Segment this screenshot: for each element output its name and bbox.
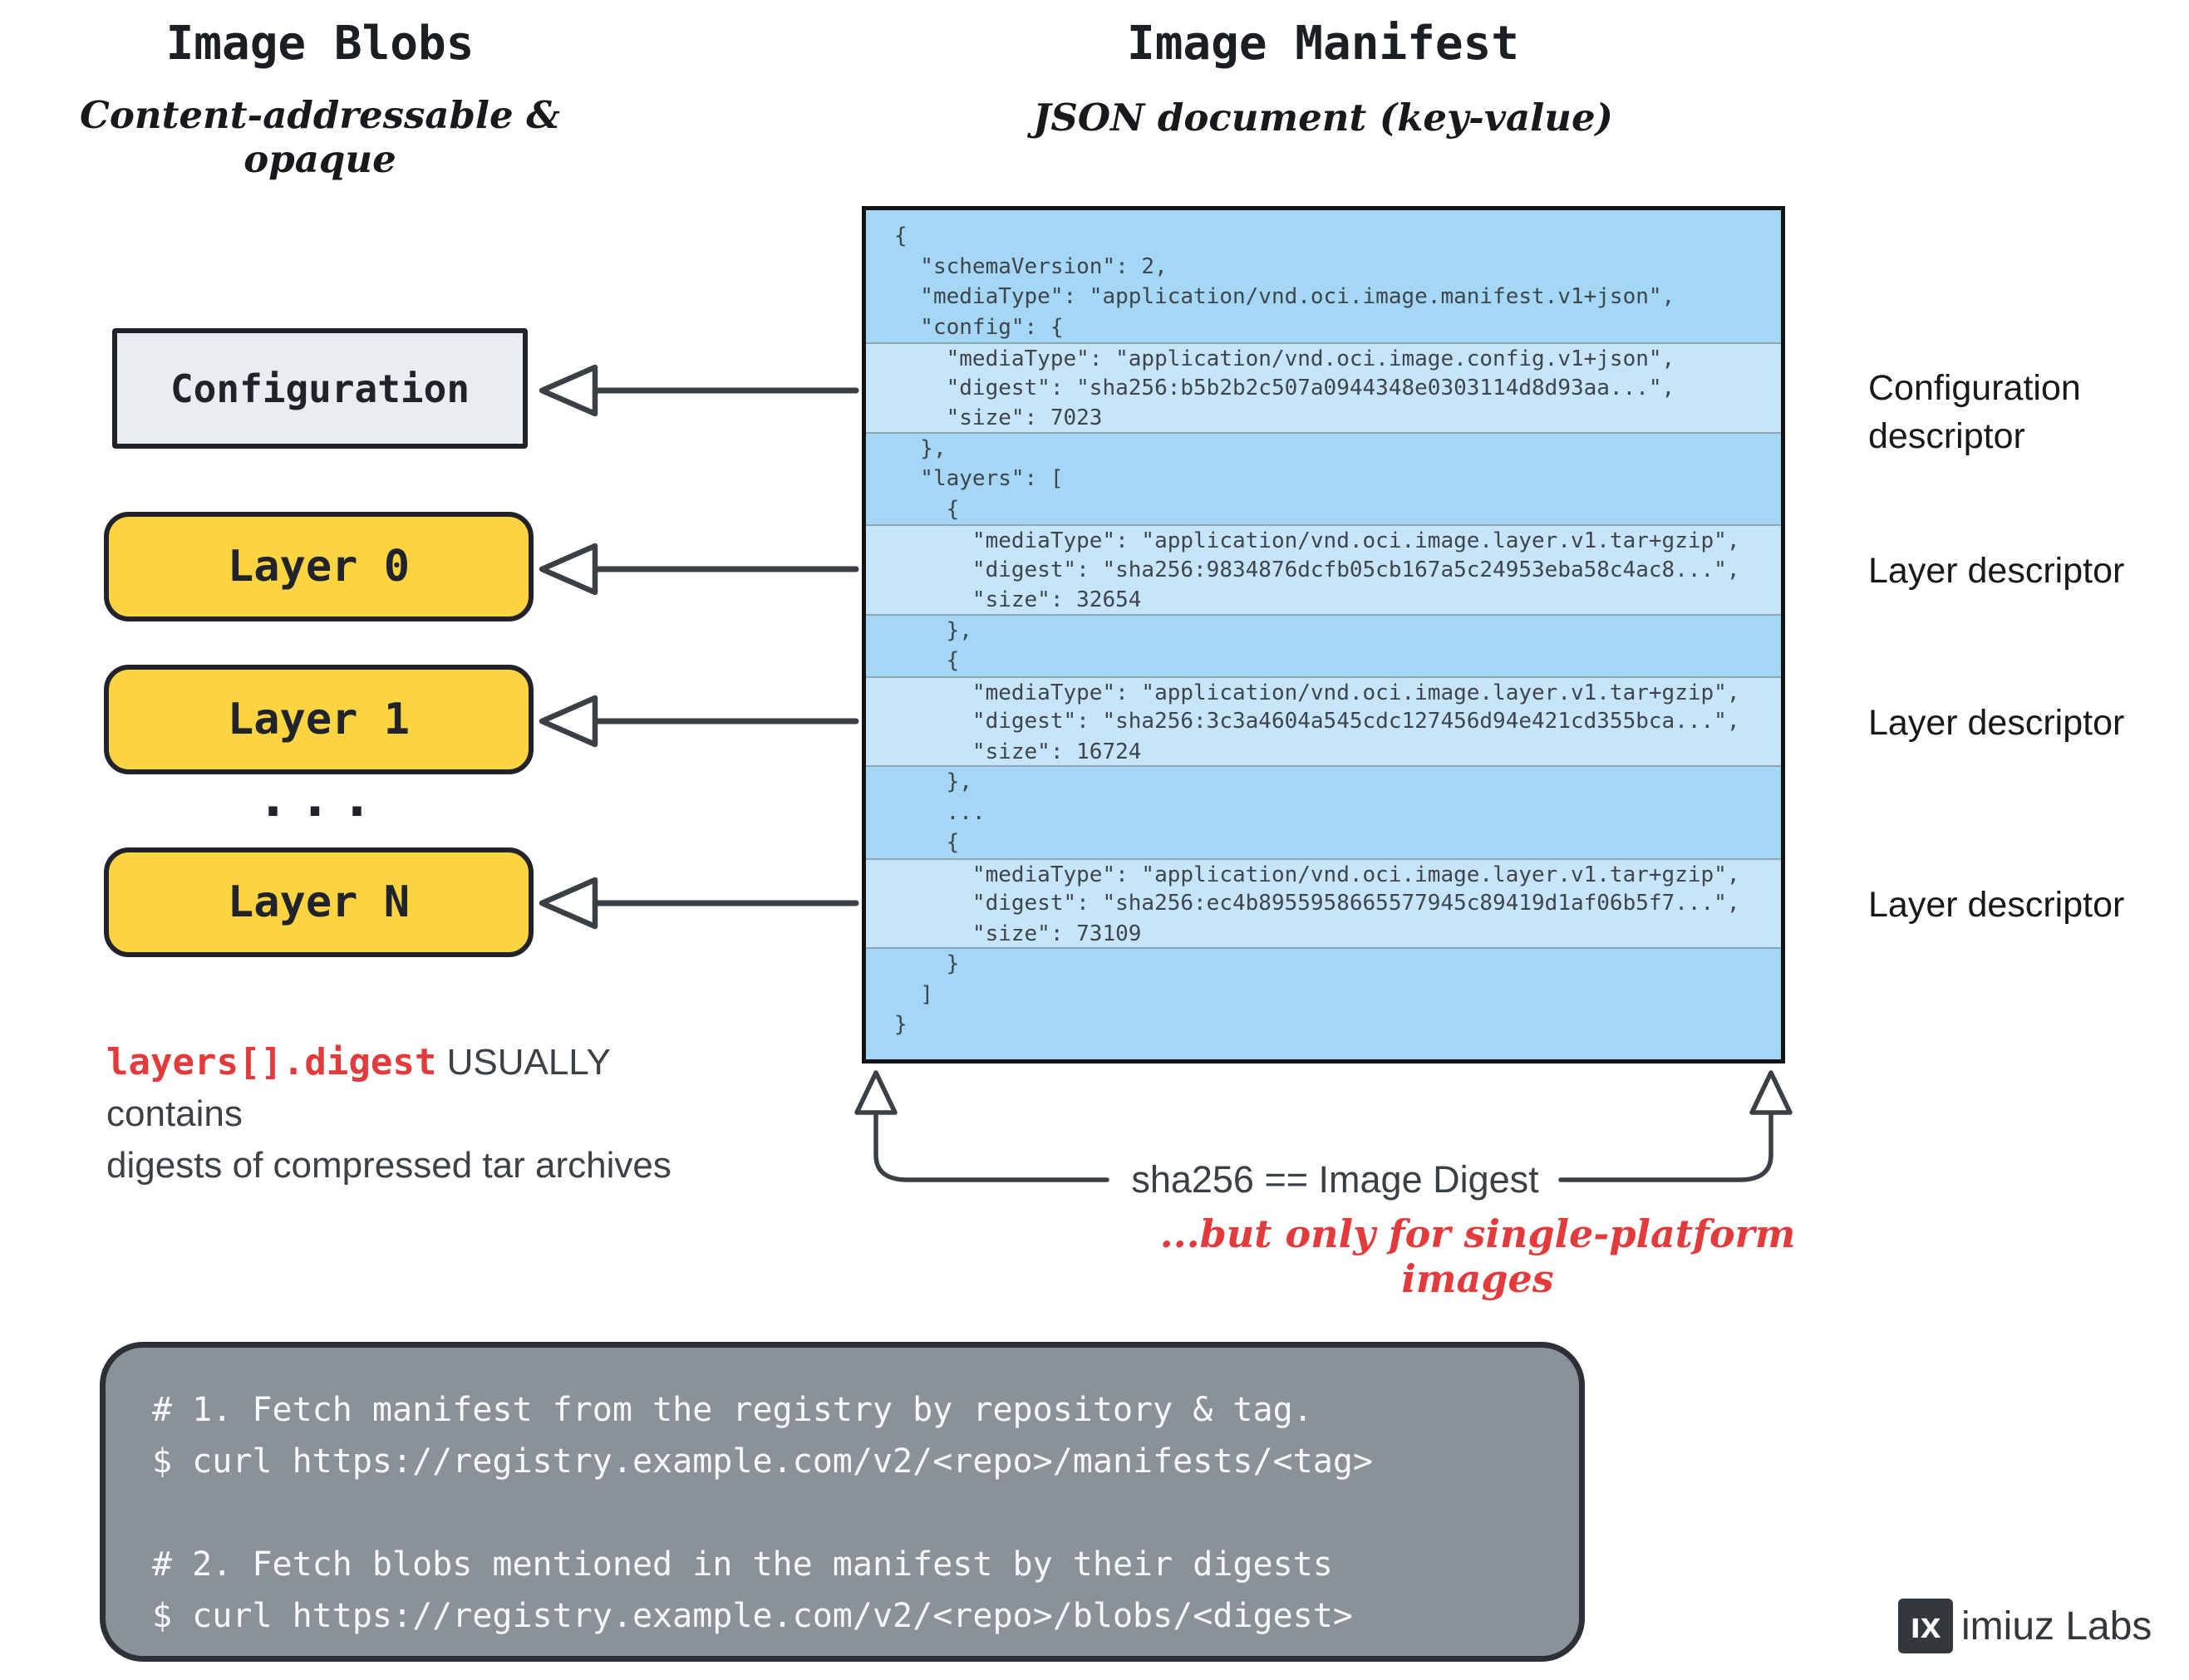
- manifest-code-line: "schemaVersion": 2,: [894, 253, 1168, 279]
- manifest-code-line: }: [894, 1012, 908, 1037]
- arrowhead-layer-0-icon: [539, 543, 598, 596]
- layers-ellipsis: ...: [257, 768, 383, 829]
- layers-digest-note-line1: USUALLY contains: [106, 1042, 611, 1134]
- up-arrowhead-right-icon: [1749, 1070, 1793, 1115]
- right-column-title: Image Manifest: [1126, 17, 1519, 71]
- layers-digest-note: layers[].digest USUALLY contains digests…: [106, 1037, 705, 1191]
- manifest-code-line: },: [894, 435, 947, 461]
- manifest-code-line: "mediaType": "application/vnd.oci.image.…: [894, 284, 1675, 309]
- right-column-subtitle: JSON document (key-value): [1033, 96, 1613, 140]
- manifest-code-line: "mediaType": "application/vnd.oci.image.…: [866, 524, 1781, 555]
- manifest-code-line: "mediaType": "application/vnd.oci.image.…: [866, 342, 1781, 373]
- layer-descriptor-label-1: Layer descriptor: [1868, 551, 2125, 591]
- manifest-code-line: }: [894, 951, 960, 976]
- manifest-code-line: {: [894, 224, 908, 248]
- layer-0-blob-box: Layer 0: [104, 512, 534, 621]
- up-arrowhead-left-icon: [854, 1070, 898, 1115]
- manifest-code-line: "mediaType": "application/vnd.oci.image.…: [866, 675, 1781, 706]
- single-platform-warning: ...but only for single-platform images: [1159, 1211, 1796, 1301]
- layers-digest-code: layers[].digest: [106, 1041, 437, 1083]
- terminal-code-line: $ curl https://registry.example.com/v2/<…: [152, 1442, 1374, 1481]
- configuration-blob-box: Configuration: [112, 328, 528, 449]
- configuration-blob-label: Configuration: [170, 366, 470, 411]
- left-column-subtitle: Content-addressable & opaque: [80, 93, 560, 181]
- layer-0-blob-label: Layer 0: [227, 542, 411, 592]
- terminal-code: # 1. Fetch manifest from the registry by…: [100, 1342, 1585, 1662]
- iximiuz-logo-text: imiuz Labs: [1961, 1604, 2152, 1648]
- layer-1-blob-label: Layer 1: [227, 695, 411, 744]
- iximiuz-labs-logo: ıx imiuz Labs: [1898, 1599, 2152, 1653]
- manifest-code-line: },: [894, 617, 972, 643]
- layer-descriptor-label-2: Layer descriptor: [1868, 703, 2125, 743]
- manifest-code-line: {: [894, 830, 960, 855]
- manifest-code-line: "mediaType": "application/vnd.oci.image.…: [866, 857, 1781, 888]
- digest-bracket-right: [1558, 1110, 1773, 1182]
- manifest-code-line: {: [894, 496, 960, 522]
- layer-descriptor-label-3: Layer descriptor: [1868, 885, 2125, 925]
- terminal-code-line: # 1. Fetch manifest from the registry by…: [152, 1391, 1313, 1429]
- manifest-code-line: "digest": "sha256:ec4b8955958665577945c8…: [866, 888, 1781, 919]
- iximiuz-logo-badge-icon: ıx: [1898, 1599, 1953, 1653]
- manifest-code-line: "size": 7023: [866, 403, 1781, 434]
- configuration-descriptor-label: Configuration descriptor: [1868, 368, 2081, 456]
- layer-n-blob-box: Layer N: [104, 847, 534, 957]
- terminal-code-line: $ curl https://registry.example.com/v2/<…: [152, 1597, 1353, 1635]
- manifest-code-line: "layers": [: [894, 466, 1064, 491]
- image-digest-label: sha256 == Image Digest: [1131, 1158, 1539, 1201]
- arrowhead-layer-n-icon: [539, 877, 598, 930]
- manifest-code-line: "config": {: [894, 314, 1064, 340]
- manifest-code-line: "digest": "sha256:b5b2b2c507a0944348e030…: [866, 372, 1781, 403]
- terminal-code-line: # 2. Fetch blobs mentioned in the manife…: [152, 1545, 1333, 1584]
- manifest-code-line: "size": 73109: [866, 918, 1781, 949]
- digest-bracket-left: [873, 1110, 1109, 1182]
- manifest-code-line: ]: [894, 981, 933, 1007]
- manifest-code: { "schemaVersion": 2, "mediaType": "appl…: [862, 206, 1785, 1064]
- manifest-code-line: "digest": "sha256:3c3a4604a545cdc127456d…: [866, 706, 1781, 737]
- arrowhead-configuration-icon: [539, 364, 598, 417]
- arrowhead-layer-1-icon: [539, 695, 598, 748]
- terminal-code-line: [152, 1487, 1579, 1539]
- manifest-code-line: "size": 16724: [866, 736, 1781, 767]
- left-column-title: Image Blobs: [165, 17, 475, 71]
- layer-1-blob-box: Layer 1: [104, 665, 534, 774]
- manifest-code-line: {: [894, 648, 960, 673]
- manifest-code-line: ...: [894, 799, 986, 825]
- manifest-code-line: "digest": "sha256:9834876dcfb05cb167a5c2…: [866, 554, 1781, 585]
- layer-n-blob-label: Layer N: [227, 877, 411, 927]
- manifest-code-line: },: [894, 769, 972, 794]
- manifest-code-line: "size": 32654: [866, 585, 1781, 616]
- layers-digest-note-line2: digests of compressed tar archives: [106, 1145, 671, 1186]
